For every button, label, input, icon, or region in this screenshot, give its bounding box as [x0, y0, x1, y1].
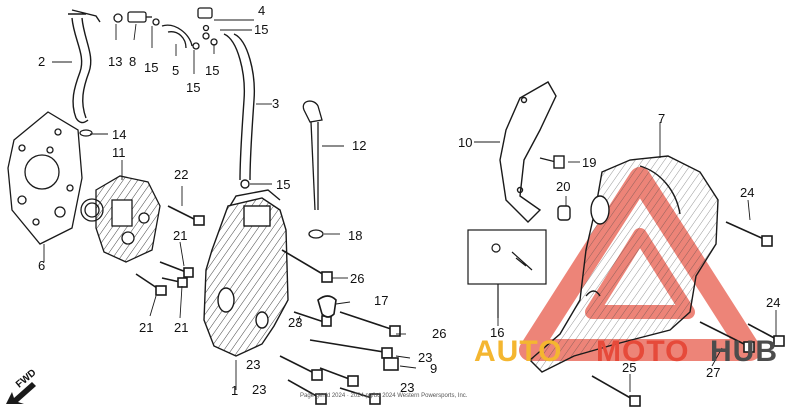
callout-24-a: 24	[740, 185, 755, 200]
callout-8: 8	[129, 54, 137, 69]
watermark-hub: HUB	[710, 335, 778, 368]
callout-24-b: 24	[766, 295, 781, 310]
callout-15-e: 15	[276, 177, 291, 192]
forward-arrow	[2, 370, 42, 410]
callout-9: 9	[430, 361, 438, 376]
leader-lines	[43, 19, 777, 392]
callout-5: 5	[172, 63, 180, 78]
callout-2: 2	[38, 54, 46, 69]
breather-hose-3	[223, 33, 256, 189]
gasket-6	[7, 111, 83, 245]
callout-15-a: 15	[254, 22, 269, 37]
callout-4: 4	[258, 3, 266, 18]
callout-7: 7	[658, 111, 666, 126]
clip-14	[79, 129, 93, 137]
bolts-right	[591, 221, 785, 407]
callout-3: 3	[272, 96, 280, 111]
callout-27: 27	[706, 365, 721, 380]
callout-6: 6	[38, 258, 46, 273]
dipstick-12	[302, 100, 324, 239]
callout-15-d: 15	[186, 80, 201, 95]
callout-20: 20	[556, 179, 571, 194]
callout-15-b: 15	[144, 60, 159, 75]
callout-23-e: 23	[400, 380, 415, 395]
sensor-box-16	[467, 229, 547, 318]
callout-23-a: 23	[288, 315, 303, 330]
callout-26-a: 26	[350, 271, 365, 286]
copyright-text: Page gen'd 2024 · 2024 pg/bd 2024 Wester…	[300, 393, 468, 399]
arrow-icon	[6, 382, 36, 404]
callout-13: 13	[108, 54, 123, 69]
callout-10: 10	[458, 135, 473, 150]
callout-23-d: 23	[418, 350, 433, 365]
callout-21-a: 21	[173, 228, 188, 243]
callout-23-c: 23	[252, 382, 267, 397]
watermark-moto: MOTO	[596, 335, 690, 368]
callout-1: 1	[231, 383, 239, 398]
callout-14: 14	[112, 127, 127, 142]
breather-hose-2	[68, 9, 101, 124]
bolts-left	[135, 205, 205, 296]
callout-25: 25	[622, 360, 637, 375]
watermark-auto: AUTO	[474, 335, 563, 368]
bolt-19-collar-20	[539, 155, 571, 221]
callout-19: 19	[582, 155, 597, 170]
cover-7	[528, 155, 719, 373]
callout-12: 12	[352, 138, 367, 153]
callout-18: 18	[348, 228, 363, 243]
callout-11: 11	[112, 145, 126, 160]
callout-21-b: 21	[139, 320, 154, 335]
fittings-top	[113, 7, 218, 50]
callout-16: 16	[490, 325, 505, 340]
callout-26-b: 26	[432, 326, 447, 341]
callout-23-b: 23	[246, 357, 261, 372]
bolts-middle	[279, 249, 401, 405]
callout-17: 17	[374, 293, 389, 308]
callout-21-c: 21	[174, 320, 189, 335]
callout-15-c: 15	[205, 63, 220, 78]
oil-pump-11	[80, 175, 161, 263]
callout-22: 22	[174, 167, 189, 182]
cover-1	[203, 189, 289, 357]
bracket-10	[499, 81, 557, 223]
